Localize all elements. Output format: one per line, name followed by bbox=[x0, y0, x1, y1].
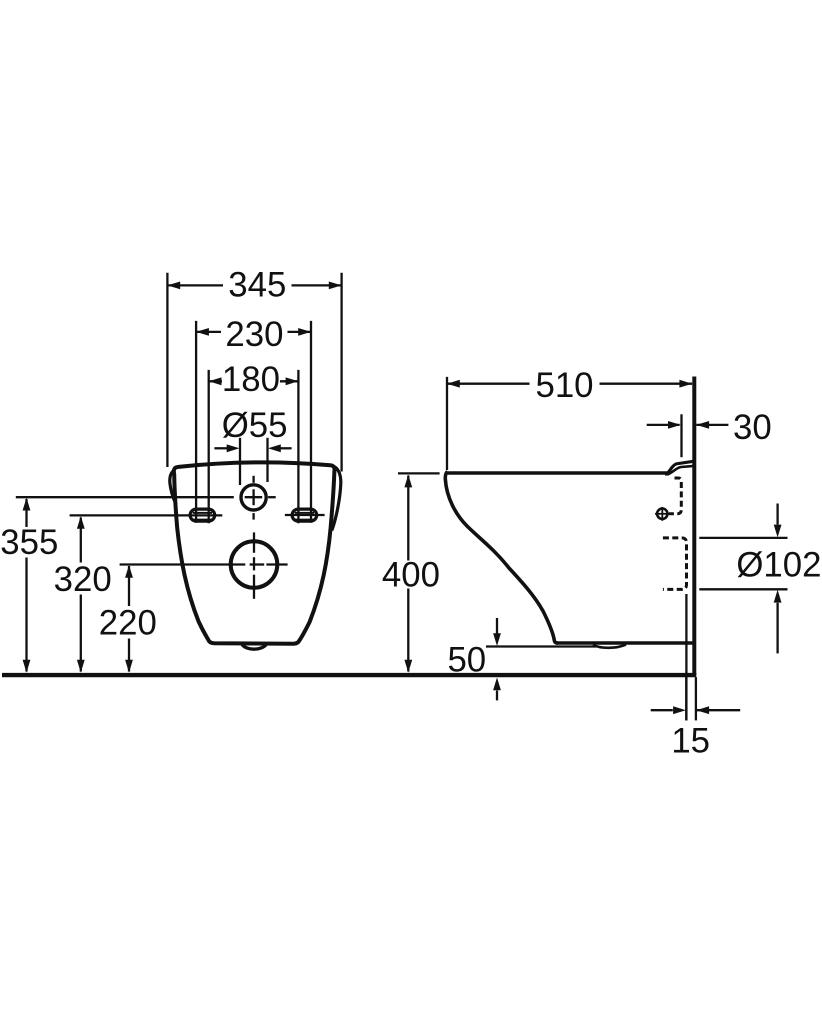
svg-text:355: 355 bbox=[0, 523, 58, 562]
svg-text:220: 220 bbox=[99, 603, 157, 642]
svg-text:15: 15 bbox=[671, 722, 710, 761]
svg-text:30: 30 bbox=[733, 408, 772, 447]
svg-text:Ø102: Ø102 bbox=[736, 546, 821, 585]
svg-text:510: 510 bbox=[535, 366, 593, 405]
svg-text:320: 320 bbox=[54, 560, 112, 599]
svg-text:400: 400 bbox=[382, 556, 440, 595]
svg-text:50: 50 bbox=[447, 641, 486, 680]
svg-text:345: 345 bbox=[228, 265, 286, 304]
svg-text:180: 180 bbox=[222, 360, 280, 399]
svg-text:Ø55: Ø55 bbox=[222, 406, 288, 445]
svg-text:230: 230 bbox=[225, 315, 283, 354]
